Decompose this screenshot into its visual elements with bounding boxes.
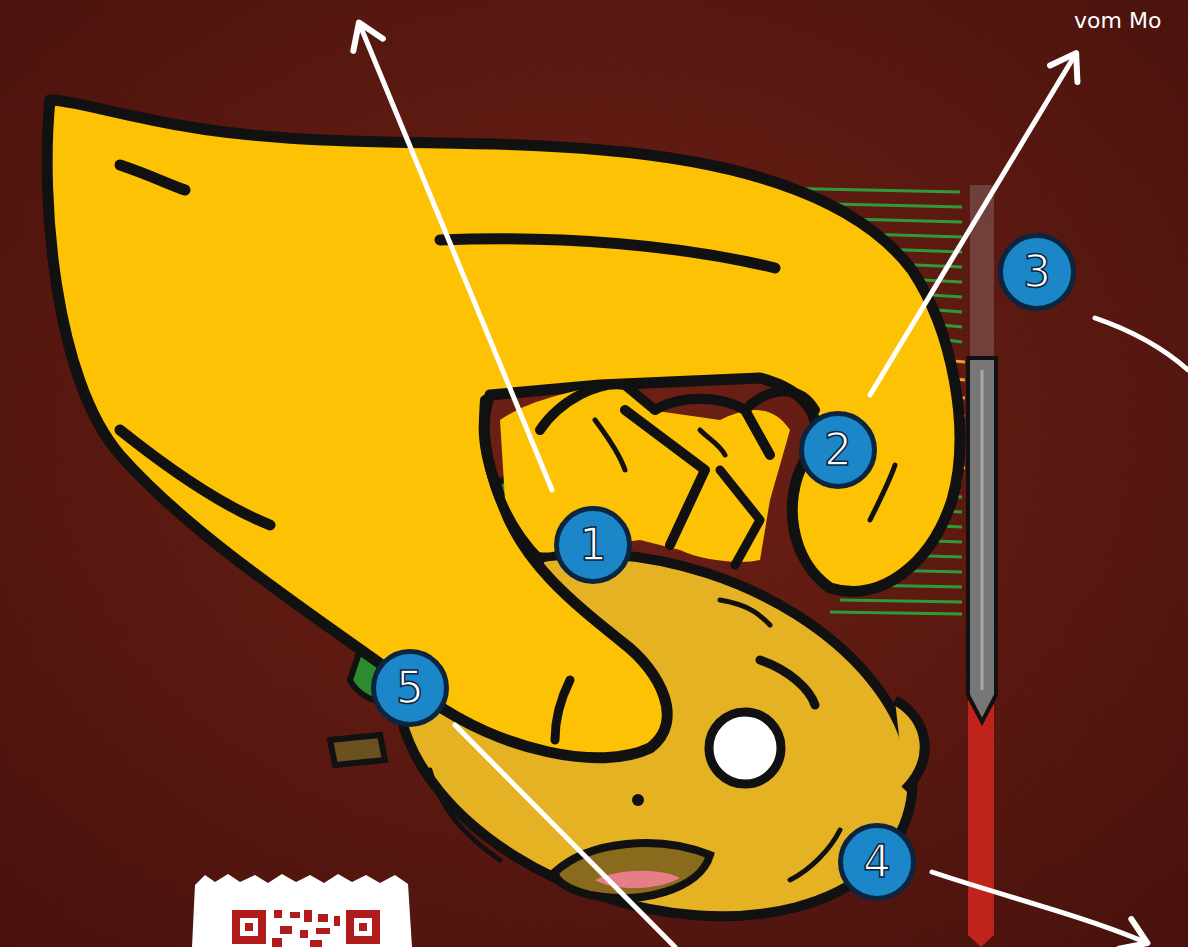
callout-label: 3 xyxy=(1023,250,1051,294)
needle xyxy=(968,185,996,947)
callout-label: 2 xyxy=(824,428,852,472)
callout-number: 4 xyxy=(838,823,916,901)
callout-number: 1 xyxy=(554,506,632,584)
callout-label: 1 xyxy=(579,523,607,567)
note-text: vom Mo xyxy=(1074,8,1161,33)
qr-code xyxy=(192,874,412,947)
stem xyxy=(330,735,385,765)
callout-label: 5 xyxy=(396,666,424,710)
callout-label: 4 xyxy=(863,840,891,884)
hand xyxy=(47,100,960,758)
callout-number: 5 xyxy=(371,649,449,727)
callout-number: 2 xyxy=(799,411,877,489)
callout-number: 3 xyxy=(998,233,1076,311)
leader-line xyxy=(362,30,1188,947)
